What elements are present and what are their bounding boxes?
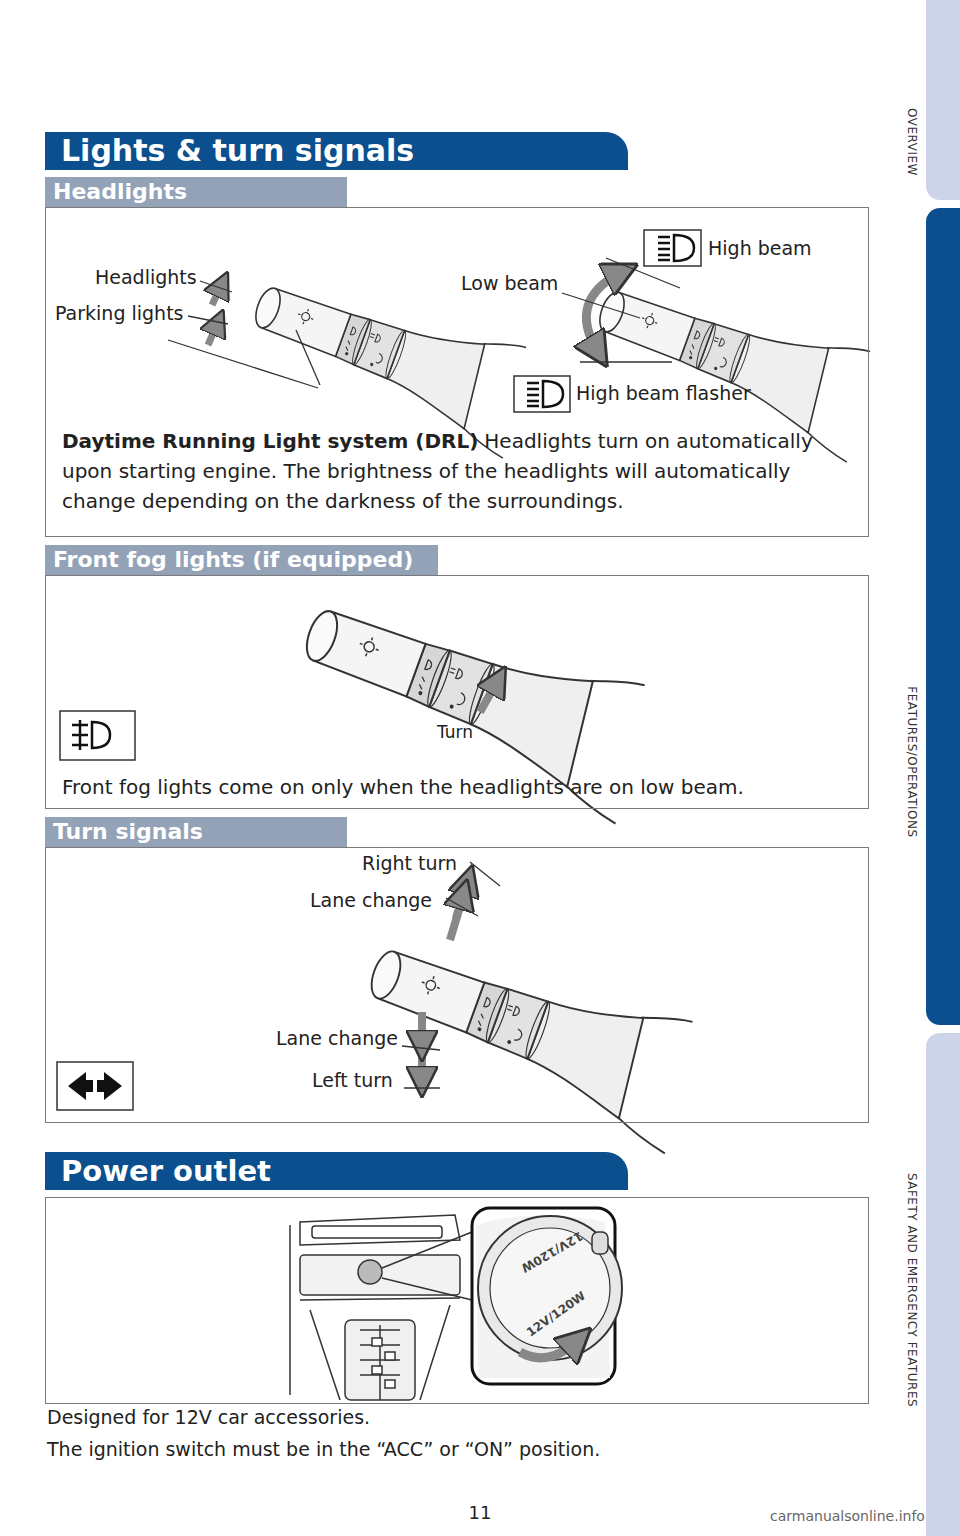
part-label: Parking lights (55, 302, 184, 324)
direction-label: Lane change (276, 1027, 398, 1049)
body-text: Daytime Running Light system (DRL)Headli… (62, 426, 857, 516)
side-tab-label: FEATURES/OPERATIONS (905, 686, 919, 837)
part-label: Low beam (461, 272, 558, 294)
direction-label: Lane change (310, 889, 432, 911)
section-panel: Turn signals (45, 847, 869, 1123)
section-panel: Power outlet (45, 1197, 869, 1404)
page-number: 11 (469, 1502, 492, 1523)
section-heading: Front fog lights (if equipped) (45, 545, 438, 575)
side-tab-label: OVERVIEW (905, 108, 919, 176)
direction-label: Left turn (312, 1069, 393, 1091)
part-label: High beam (708, 237, 812, 259)
note: Designed for 12V car accessories. (47, 1406, 370, 1428)
term-heading: Daytime Running Light system (DRL) (62, 429, 478, 453)
direction-label: Turn (437, 722, 473, 742)
watermark: carmanualsonline.info (770, 1508, 925, 1524)
side-tab-label: SAFETY AND EMERGENCY FEATURES (905, 1173, 919, 1407)
rating-marking: 12V/120W (524, 1289, 588, 1340)
description: Front fog lights come on only when the h… (62, 775, 744, 799)
section-banner: Lights & turn signals (45, 132, 628, 170)
section-panel: Front fog lights (if equipped)Front fog … (45, 575, 869, 809)
section-heading: Headlights (45, 177, 347, 207)
note: The ignition switch must be in the “ACC”… (47, 1438, 600, 1460)
direction-label: Right turn (362, 852, 457, 874)
section-heading: Power outlet (45, 1152, 628, 1190)
body-text: Front fog lights come on only when the h… (62, 772, 857, 802)
section-heading: Turn signals (45, 817, 347, 847)
part-label: High beam flasher (576, 382, 751, 404)
rating-marking: 12V/120W (519, 1229, 585, 1275)
part-label: Headlights (95, 266, 197, 288)
